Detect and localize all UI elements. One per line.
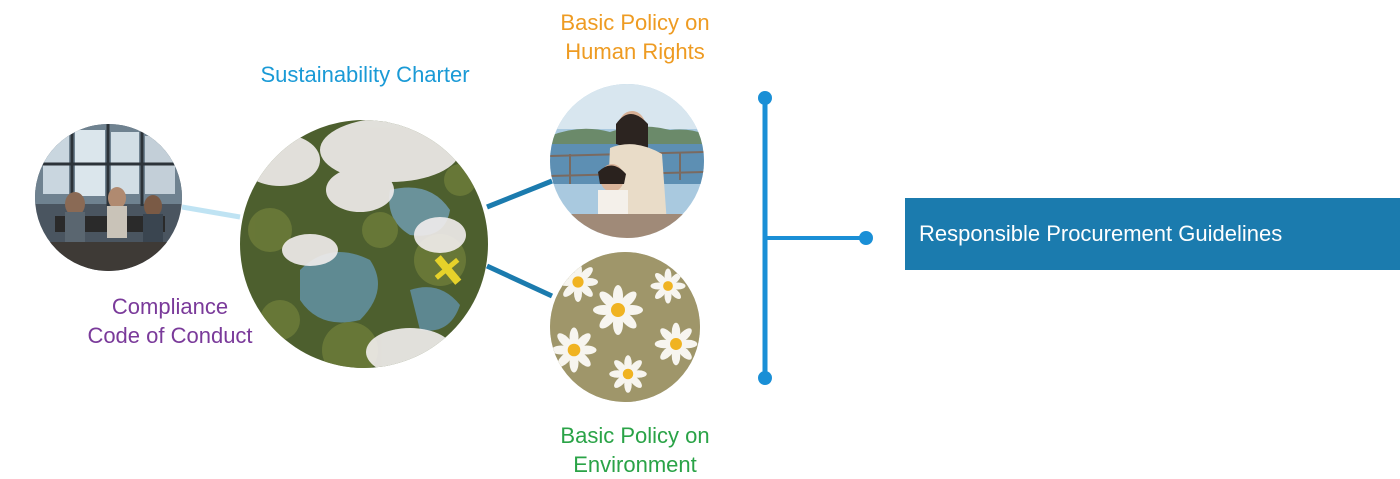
responsible-procurement-guidelines-label: Responsible Procurement Guidelines xyxy=(919,221,1283,246)
compliance-label-line-1: Compliance xyxy=(111,294,229,319)
compliance-to-charter-connector xyxy=(181,204,241,220)
aerial-forest-clouds-photo xyxy=(240,120,488,368)
bracket-bottom-dot xyxy=(758,371,772,385)
human-rights-label-line-2: Human Rights xyxy=(565,39,705,64)
environment-label-line-1: Basic Policy on xyxy=(560,423,710,448)
human-rights-label-line-1: Basic Policy on xyxy=(560,10,710,35)
charter-to-human-rights-connector xyxy=(486,178,553,210)
responsible-procurement-guidelines-box: Responsible Procurement Guidelines xyxy=(905,198,1400,270)
charter-to-environment-connector xyxy=(485,263,554,299)
environment-policy-label: Basic Policy on Environment xyxy=(495,421,775,479)
environment-label-line-2: Environment xyxy=(573,452,697,477)
mother-child-boat-photo xyxy=(550,84,704,238)
compliance-label-line-2: Code of Conduct xyxy=(87,323,253,348)
result-connector-dot xyxy=(859,231,873,245)
sustainability-charter-label: Sustainability Charter xyxy=(260,62,470,87)
human-rights-policy-label: Basic Policy on Human Rights xyxy=(495,8,775,66)
compliance-code-label: Compliance Code of Conduct xyxy=(40,292,300,350)
daisy-flowers-photo xyxy=(550,252,700,402)
bracket-top-dot xyxy=(758,91,772,105)
office-meeting-photo xyxy=(35,124,182,271)
